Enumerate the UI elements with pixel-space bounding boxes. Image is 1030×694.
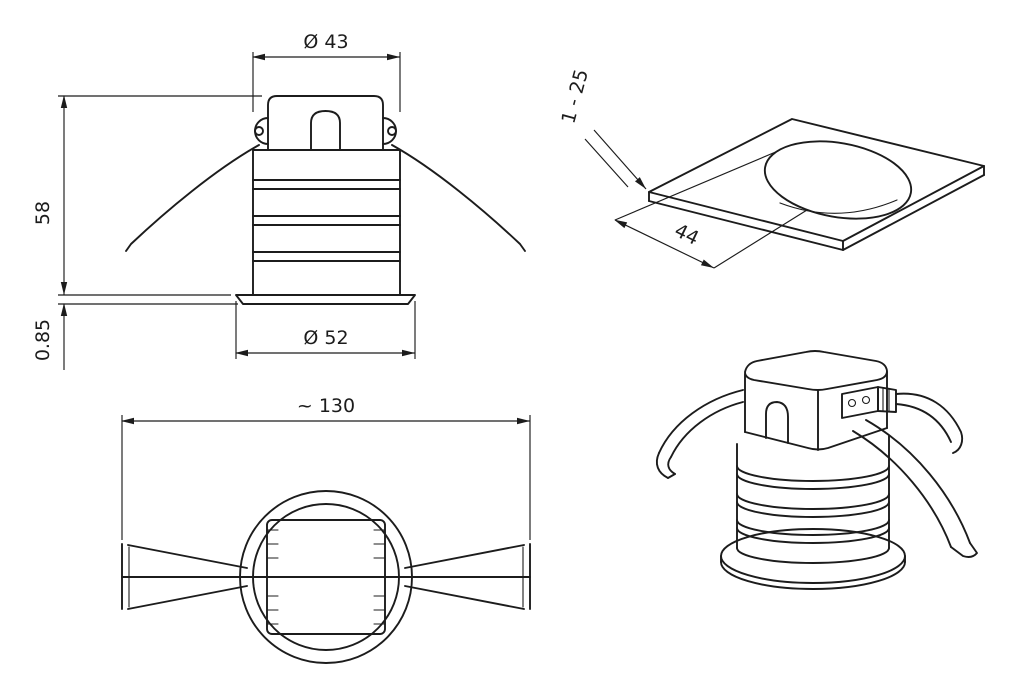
iso-housing-top-face [744,350,888,391]
dimension-label-top-diameter: Ø 43 [303,31,348,53]
spring-pin-right [387,126,397,136]
iso-wire [895,392,964,454]
iso-housing-bottom-edge [744,427,888,451]
front-view-dimensions: Ø 43 58 0.85 Ø 52 [32,31,416,370]
dimension-line [614,219,715,269]
spring-wire-right [391,144,526,252]
iso-fin-arc [736,493,890,510]
spring-blade-edge [127,585,248,610]
iso-fin-arc [736,527,890,544]
iso-spring-left [658,389,744,454]
mounting-plate-view [648,118,985,251]
spring-wire-left [125,144,260,252]
leader-line [584,138,629,188]
plate-cutout-hole [763,140,913,220]
extension-line [614,150,779,221]
spring-pin-left [254,126,264,136]
plan-view-dimensions: ~ 130 [121,395,531,540]
iso-spring-left-tip [655,452,669,479]
iso-spring-right [852,430,952,548]
cable-arch [310,110,341,151]
spring-lug-right [382,117,397,145]
iso-spring-left-tip [667,456,676,475]
dimension-label-cutout: 44 [671,219,702,249]
iso-fin-arc [736,519,890,536]
mounting-plate-dimensions: 1 - 25 44 [557,67,808,269]
iso-flange-thickness [720,555,906,563]
iso-cable-arch [765,401,789,444]
iso-fin-arc [736,501,890,518]
leader-line [593,129,647,190]
plate-bottom-edge [648,174,985,251]
iso-terminal-screw [847,398,857,408]
iso-spring-left [670,401,744,458]
flange-outline [235,294,416,305]
iso-flange-bottom [720,561,906,590]
spring-lug-left [254,117,269,145]
dimension-label-panel-thickness: 1 - 25 [557,67,593,126]
dimension-label-flange-thickness: 0.85 [32,319,54,361]
iso-cable-gland [877,386,897,413]
spring-blade-edge [404,585,525,610]
iso-spring-left-cap [667,473,676,479]
dimension-label-flange-diameter: Ø 52 [303,327,348,349]
hole-depth-edge [779,199,898,214]
isometric-view [655,350,978,590]
dimension-label-overall-width: ~ 130 [297,395,355,417]
plan-view [121,490,531,664]
spring-blade-edge [404,544,525,569]
iso-terminal-screw [861,395,871,405]
iso-fin-arc [736,465,890,482]
iso-body-base [736,547,890,564]
iso-spring-right-tip [950,542,978,558]
body-outline [252,149,401,296]
spring-blade-edge [127,544,248,569]
iso-fin-arc [736,473,890,490]
dimension-label-height: 58 [32,201,54,225]
iso-terminal-block [841,386,879,419]
iso-wire [895,403,952,443]
plate-top-face [648,118,985,242]
housing-outline [267,95,384,151]
extension-line [713,209,808,269]
front-view [125,95,526,305]
